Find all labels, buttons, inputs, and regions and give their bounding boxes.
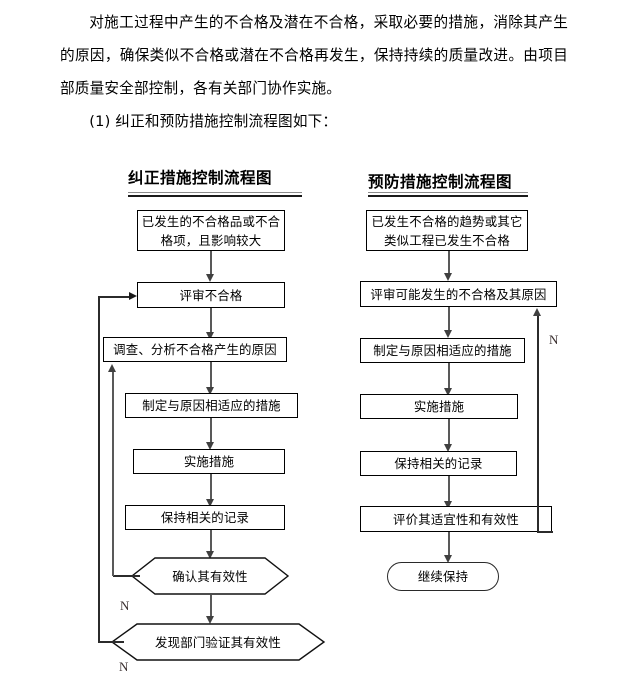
connector-pstart-preview [448,251,450,276]
node-preventive-implement[interactable]: 实施措施 [360,394,518,419]
loop-verify-horizontal-top [98,296,132,298]
loop-verify-horizontal-bottom [98,641,124,643]
loop-verify-vertical [98,296,100,642]
node-preventive-evaluate[interactable]: 评价其适宜性和有效性 [360,506,552,532]
arrowhead-loop-confirm [108,364,116,372]
arrowhead-investigate-plan [206,387,214,395]
arrowhead-precord-evaluate [444,501,452,509]
connector-plan-implement [210,418,212,445]
connector-pimplement-precord [448,419,450,447]
node-corrective-plan[interactable]: 制定与原因相适应的措施 [125,393,298,418]
document-body: 对施工过程中产生的不合格及潜在不合格，采取必要的措施，消除其产生的原因，确保类似… [60,6,568,138]
connector-precord-evaluate [448,476,450,504]
title-rule-lower-right [368,195,528,197]
connector-implement-record [210,474,212,502]
arrowhead-plan-implement [206,442,214,450]
connector-evaluate-maintain [448,532,450,558]
arrowhead-confirm-verify [206,616,214,624]
connector-investigate-plan [210,362,212,390]
arrowhead-preview-pplan [444,330,452,338]
paragraph-intro: 对施工过程中产生的不合格及潜在不合格，采取必要的措施，消除其产生的原因，确保类似… [60,14,568,97]
arrowhead-pimplement-precord [444,444,452,452]
node-corrective-start[interactable]: 已发生的不合格品或不合格项，且影响较大 [137,210,285,251]
arrowhead-start-review [206,274,214,282]
branch-label-confirm-no: N [120,598,130,613]
loop-confirm-horizontal [113,575,140,577]
connector-record-confirm [210,530,212,555]
node-corrective-implement[interactable]: 实施措施 [133,449,285,474]
title-rule-upper-right [368,192,528,193]
branch-label-evaluate-no: N [549,332,559,347]
arrowhead-review-investigate [206,332,214,340]
loop-evaluate-horizontal [537,531,553,533]
arrowhead-loop-verify [129,292,137,300]
connector-confirm-verify [210,595,212,620]
node-corrective-record[interactable]: 保持相关的记录 [125,505,285,530]
node-corrective-investigate[interactable]: 调查、分析不合格产生的原因 [103,337,287,362]
node-corrective-confirm-label: 确认其有效性 [172,569,248,584]
loop-confirm-vertical [112,372,114,576]
arrowhead-implement-record [206,499,214,507]
arrowhead-pstart-preview [444,273,452,281]
corrective-flowchart-title: 纠正措施控制流程图 [128,166,302,197]
node-corrective-review[interactable]: 评审不合格 [137,282,285,308]
loop-evaluate-vertical [537,316,539,532]
connector-review-investigate [210,308,212,335]
arrowhead-pplan-pimplement [444,388,452,396]
node-preventive-maintain[interactable]: 继续保持 [387,562,499,591]
connector-pplan-pimplement [448,363,450,391]
node-corrective-verify[interactable]: 发现部门验证其有效性 [110,623,326,661]
arrowhead-loop-evaluate [533,308,541,316]
node-corrective-verify-label: 发现部门验证其有效性 [155,635,281,650]
paragraph-list-item: (1) 纠正和预防措施控制流程图如下： [89,113,338,130]
node-corrective-confirm[interactable]: 确认其有效性 [130,557,290,595]
node-preventive-plan[interactable]: 制定与原因相适应的措施 [360,338,525,363]
node-preventive-start[interactable]: 已发生不合格的趋势或其它类似工程已发生不合格 [366,210,528,251]
arrowhead-record-confirm [206,551,214,559]
title-rule-lower [128,195,302,197]
node-preventive-review[interactable]: 评审可能发生的不合格及其原因 [360,281,557,307]
node-preventive-record[interactable]: 保持相关的记录 [360,451,517,476]
arrowhead-evaluate-maintain [444,555,452,563]
connector-preview-pplan [448,307,450,333]
title-rule-upper [128,192,302,193]
branch-label-verify-no: N [119,659,129,674]
preventive-flowchart-title: 预防措施控制流程图 [368,170,528,197]
connector-start-review [210,251,212,277]
